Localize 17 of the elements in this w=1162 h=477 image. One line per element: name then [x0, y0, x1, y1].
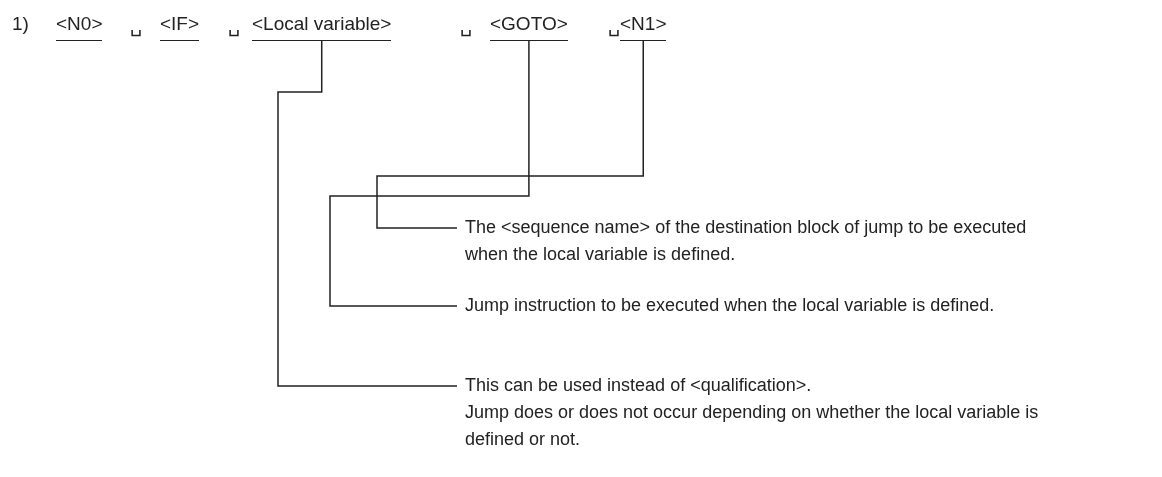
- space-symbol: ␣: [130, 14, 142, 38]
- annotation-text: Jump does or does not occur depending on whether the local variable is defined or not.: [465, 401, 1040, 451]
- item-number: 1): [12, 12, 29, 36]
- space-symbol: ␣: [460, 14, 472, 38]
- syntax-token: <Local variable>: [252, 12, 392, 41]
- leader-line: [329, 40, 530, 307]
- syntax-token: <IF>: [160, 12, 200, 41]
- space-symbol: ␣: [608, 14, 620, 38]
- leader-line: [277, 40, 458, 387]
- syntax-token: <GOTO>: [490, 12, 568, 41]
- annotation-text: This can be used instead of <qualification>.: [465, 374, 813, 397]
- annotation-text: The <sequence name> of the destination block of jump to be executed when the local variable is defined.: [465, 214, 1045, 268]
- syntax-token: <N0>: [56, 12, 103, 41]
- syntax-token: <N1>: [620, 12, 667, 41]
- leader-line: [376, 40, 644, 229]
- space-symbol: ␣: [228, 14, 240, 38]
- annotation-text: Jump instruction to be executed when the local variable is defined.: [465, 292, 1045, 319]
